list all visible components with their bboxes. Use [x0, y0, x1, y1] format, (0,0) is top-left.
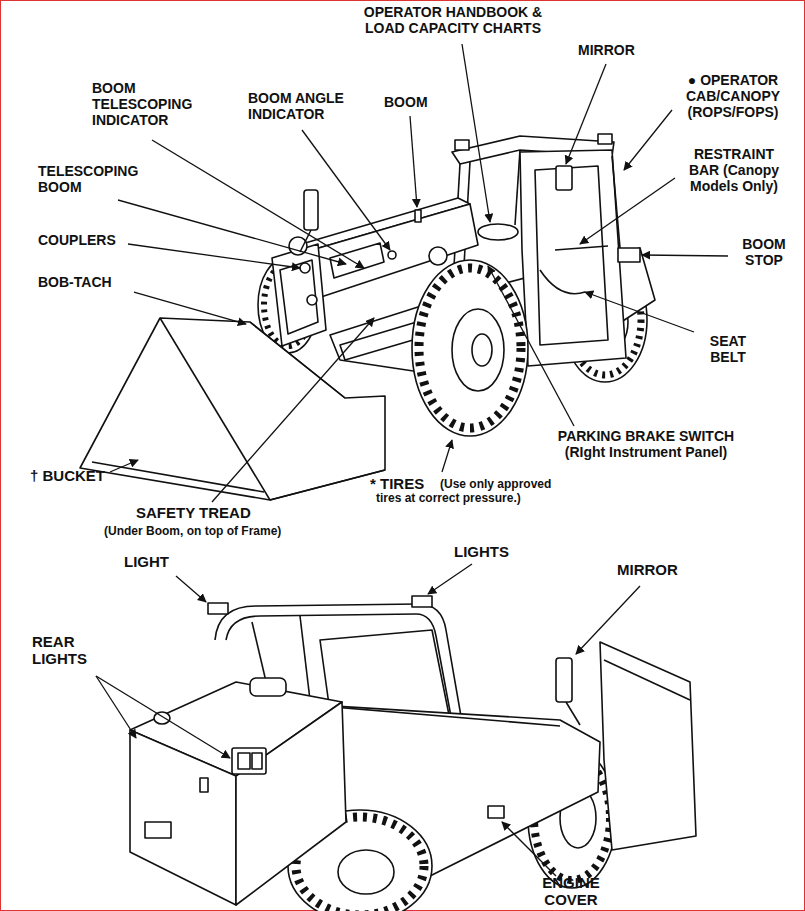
- machine-rear-view: [556, 658, 572, 702]
- machine-front-view: [415, 210, 421, 222]
- machine-rear-view: [232, 748, 266, 774]
- machine-front-view: [304, 190, 318, 230]
- leader-lines: [624, 110, 672, 170]
- machine-front-view: [478, 224, 518, 240]
- machine-front-view: [472, 334, 492, 366]
- machine-front-view: [419, 268, 521, 428]
- machine-front-view: [330, 243, 384, 278]
- machine-rear-view: [238, 753, 250, 769]
- leader-lines: [152, 140, 364, 268]
- part-label: ● OPERATOR CAB/CANOPY (ROPS/FOPS): [676, 72, 790, 120]
- part-label: SAFETY TREAD: [136, 504, 251, 521]
- machine-front-view: [535, 166, 608, 345]
- machine-front-view: [388, 251, 396, 259]
- machine-rear-view: [200, 778, 208, 792]
- machine-front-view: [515, 150, 520, 225]
- part-label: BOOM ANGLE INDICATOR: [248, 90, 366, 122]
- part-label: LIGHT: [124, 553, 169, 570]
- part-label: RESTRAINT BAR (Canopy Models Only): [680, 146, 788, 194]
- part-label: BOB-TACH: [38, 274, 112, 290]
- leader-lines: [488, 266, 574, 426]
- machine-rear-view: [604, 660, 690, 700]
- machine-rear-view: [145, 822, 171, 838]
- machine-front-view: [452, 309, 504, 391]
- leader-lines: [580, 178, 675, 244]
- part-label: BOOM: [384, 94, 428, 110]
- part-label: LIGHTS: [454, 543, 509, 560]
- leader-lines: [212, 318, 374, 502]
- leader-lines: [110, 460, 138, 472]
- machine-front-view: [270, 470, 385, 500]
- machine-rear-view: [488, 806, 504, 818]
- leader-lines: [462, 44, 490, 222]
- part-label: SEAT BELT: [698, 333, 758, 365]
- machine-rear-view: [250, 678, 286, 696]
- machine-front-view: [80, 318, 385, 500]
- leader-lines: [176, 576, 206, 602]
- machine-front-view: [540, 270, 585, 294]
- machine-rear-view: [236, 702, 346, 905]
- machine-front-view: [556, 166, 572, 190]
- machine-rear-view: [412, 596, 432, 607]
- machine-front-view: [598, 134, 612, 144]
- part-label: TELESCOPING BOOM: [38, 163, 156, 195]
- machine-rear-view: [130, 596, 696, 911]
- leader-lines: [576, 586, 640, 654]
- machine-front-view: [412, 260, 528, 436]
- leader-lines: [118, 200, 346, 264]
- leader-lines: [585, 292, 694, 332]
- machine-front-view: [455, 140, 469, 150]
- machine-rear-view: [566, 702, 580, 725]
- leader-lines: [502, 822, 556, 876]
- part-label: MIRROR: [617, 561, 678, 578]
- leader-lines: [302, 130, 390, 250]
- leader-lines: [96, 676, 136, 738]
- machine-front-view: [307, 295, 317, 305]
- part-label: * TIRES: [370, 475, 424, 492]
- leader-lines: [442, 440, 452, 472]
- machine-rear-view: [338, 850, 394, 894]
- leader-lines: [128, 244, 300, 268]
- part-label: (Under Boom, on top of Frame): [104, 525, 281, 539]
- machine-rear-view: [300, 616, 310, 700]
- part-label: † BUCKET: [30, 467, 105, 484]
- part-label: REAR LIGHTS: [32, 633, 106, 668]
- leader-lines: [428, 564, 472, 594]
- part-label: BOOM STOP: [733, 236, 795, 268]
- machine-rear-view: [130, 730, 236, 905]
- machine-front-view: [612, 156, 620, 248]
- machine-front-view: [272, 244, 326, 346]
- part-label: COUPLERS: [38, 232, 116, 248]
- machine-front-view: [520, 150, 626, 366]
- machine-front-view: [250, 322, 345, 398]
- part-label: (Use only approved tires at correct pres…: [376, 478, 580, 506]
- leader-lines: [566, 64, 606, 164]
- machine-front-view: [618, 248, 640, 262]
- machine-front-view: [300, 263, 310, 273]
- leader-lines: [642, 255, 728, 256]
- leader-lines: [410, 116, 417, 207]
- machine-front-view: [280, 260, 318, 334]
- part-label: PARKING BRAKE SWITCH (RIght Instrument P…: [536, 428, 756, 460]
- machine-rear-view: [208, 603, 228, 614]
- part-label: ENGINE COVER: [526, 874, 616, 909]
- machine-front-view: [92, 462, 264, 492]
- part-label: BOOM TELESCOPING INDICATOR: [92, 80, 210, 128]
- machine-rear-view: [154, 712, 170, 724]
- machine-front-view: [429, 247, 447, 265]
- part-label: MIRROR: [578, 42, 635, 58]
- leader-lines: [134, 292, 246, 324]
- machine-front-view: [160, 318, 270, 500]
- machine-front-view: [555, 246, 608, 250]
- leader-lines: [96, 676, 230, 758]
- machine-rear-view: [252, 753, 262, 769]
- machine-rear-view: [600, 642, 696, 850]
- part-label: OPERATOR HANDBOOK & LOAD CAPACITY CHARTS: [352, 4, 554, 36]
